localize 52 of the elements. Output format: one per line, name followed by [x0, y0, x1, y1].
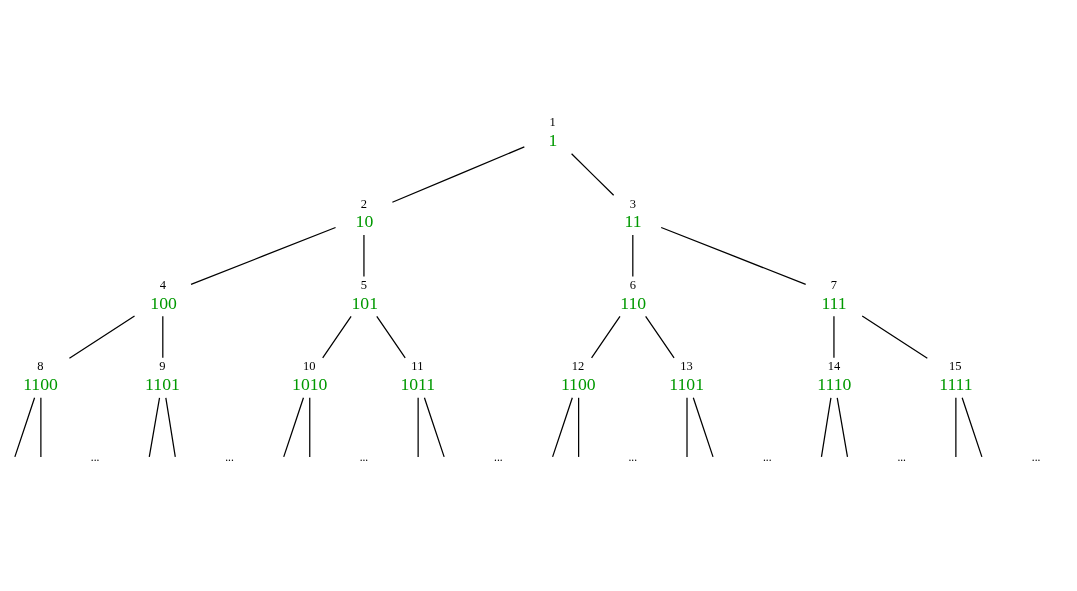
node-text: 3 11 [624, 196, 642, 232]
connector [309, 397, 311, 458]
label: ... [494, 450, 503, 463]
node-text: 15 1111 [939, 359, 973, 394]
connector [190, 226, 337, 285]
node-text: 7 111 [821, 277, 847, 313]
connector [820, 397, 832, 458]
label: ... [897, 450, 906, 463]
node-text: 5 101 [351, 277, 378, 313]
connector [417, 397, 419, 458]
connector [955, 397, 957, 458]
connector [363, 234, 365, 278]
connector [165, 397, 176, 458]
label: ... [1031, 450, 1041, 463]
node-text: 4 100 [150, 277, 177, 313]
node-text: 1 1 [548, 115, 558, 151]
connector [861, 315, 928, 359]
connector [162, 315, 164, 359]
connector [391, 146, 525, 203]
connector [14, 397, 36, 458]
label: ... [762, 450, 772, 463]
connector [632, 234, 634, 278]
label: ... [225, 450, 234, 463]
label: ... [90, 450, 100, 463]
connector [660, 226, 807, 285]
connector [40, 397, 42, 458]
connector [423, 397, 445, 458]
connector [578, 397, 580, 458]
connector [833, 315, 835, 359]
node-text: 8 1100 [23, 359, 58, 394]
connector [283, 397, 305, 458]
connector [692, 397, 714, 458]
connector [148, 397, 161, 458]
node-text: 10 1010 [292, 359, 328, 394]
connector [322, 315, 352, 359]
node-text: 12 1100 [560, 359, 596, 394]
connector [376, 315, 406, 359]
connector [961, 397, 983, 458]
connector [836, 397, 849, 458]
connector [590, 315, 621, 359]
node-text: 9 1101 [145, 359, 180, 394]
label: ... [628, 450, 638, 463]
node-text: 6 110 [620, 277, 647, 313]
node-text: 14 1110 [817, 359, 852, 394]
node-text: 11 1011 [400, 359, 436, 394]
connector [645, 315, 675, 359]
connector [551, 397, 573, 458]
node-text: 2 10 [355, 196, 374, 232]
connector [68, 315, 136, 359]
node-text: 13 1101 [669, 359, 705, 394]
connector [570, 153, 615, 196]
label: ... [359, 450, 369, 463]
